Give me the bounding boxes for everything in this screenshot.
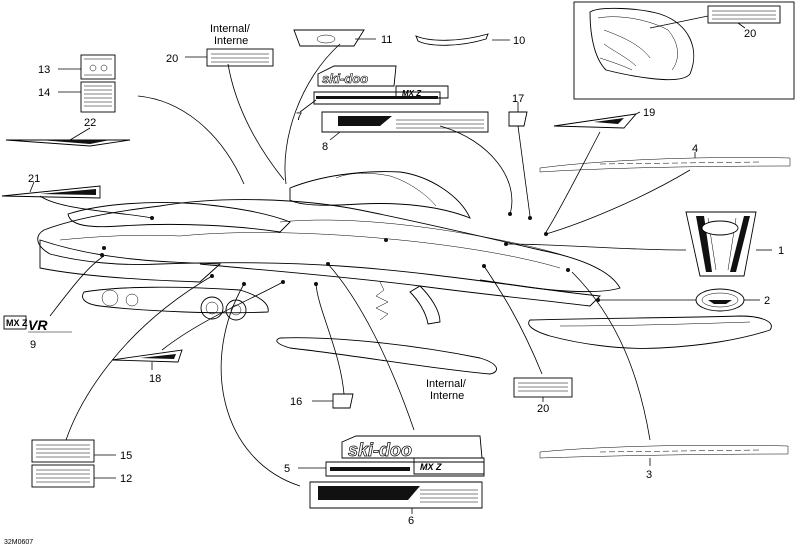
callout-21: 21 bbox=[28, 173, 40, 185]
callout-18: 18 bbox=[149, 373, 161, 385]
callout-15: 15 bbox=[120, 450, 132, 462]
callout-9: 9 bbox=[30, 339, 36, 351]
callout-4: 4 bbox=[692, 143, 698, 155]
decal-18: 18 bbox=[111, 349, 183, 385]
decal-10: 10 bbox=[415, 33, 525, 47]
decal-9: MX Z VR 9 bbox=[3, 315, 72, 351]
decal-21: 21 bbox=[1, 173, 101, 199]
internal-label-top-line2: Interne bbox=[214, 35, 248, 47]
internal-label-mid-line1: Internal/ bbox=[426, 378, 467, 390]
decal-8: 8 bbox=[321, 111, 489, 153]
callout-11: 11 bbox=[381, 34, 392, 46]
inset-box: 20 bbox=[573, 1, 795, 100]
callout-16: 16 bbox=[290, 396, 302, 408]
callout-20-inset: 20 bbox=[744, 28, 756, 40]
callout-7: 7 bbox=[296, 111, 302, 123]
callout-3: 3 bbox=[646, 469, 652, 481]
decal-19: 19 bbox=[553, 107, 655, 129]
callout-22: 22 bbox=[84, 117, 96, 129]
decal-6: 6 bbox=[309, 481, 483, 527]
mxz-logo-side: MX Z bbox=[6, 318, 28, 328]
decal-4: 4 bbox=[539, 143, 791, 173]
decal-5: ski-doo MX Z 5 bbox=[284, 435, 485, 477]
decal-16: 16 bbox=[290, 393, 354, 409]
callout-20-top: 20 bbox=[166, 53, 178, 65]
callout-20-mid: 20 bbox=[537, 403, 549, 415]
decal-13: 13 bbox=[38, 54, 116, 80]
decal-2: 2 bbox=[695, 288, 770, 312]
decal-1: 1 bbox=[685, 211, 784, 277]
snowmobile-illustration bbox=[37, 171, 772, 375]
decal-7: ski-doo MX Z 7 bbox=[296, 65, 449, 123]
decal-12: 12 bbox=[31, 464, 132, 488]
mxz-logo-bottom: MX Z bbox=[420, 462, 442, 472]
skidoo-logo-top: ski-doo bbox=[322, 71, 368, 86]
decal-22: 22 bbox=[5, 117, 131, 147]
decal-3: 3 bbox=[539, 445, 789, 481]
mxz-logo-top: MX Z bbox=[402, 89, 422, 98]
callout-2: 2 bbox=[764, 295, 770, 307]
callout-19: 19 bbox=[643, 107, 655, 119]
internal-label-mid-line2: Interne bbox=[430, 390, 464, 402]
decal-17: 17 bbox=[508, 93, 528, 127]
callout-1: 1 bbox=[778, 245, 784, 257]
callout-12: 12 bbox=[120, 473, 132, 485]
callout-5: 5 bbox=[284, 463, 290, 475]
callout-10: 10 bbox=[513, 35, 525, 47]
callout-8: 8 bbox=[322, 141, 328, 153]
vr-logo-side: VR bbox=[28, 317, 48, 333]
callout-17: 17 bbox=[512, 93, 524, 105]
callout-13: 13 bbox=[38, 64, 50, 76]
decal-14: 14 bbox=[38, 81, 116, 113]
skidoo-logo-bottom: ski-doo bbox=[348, 440, 412, 460]
internal-label-top: Internal/ Interne 20 bbox=[166, 23, 274, 67]
drawing-reference: 32M0607 bbox=[4, 539, 33, 546]
warning-decal-20-mid bbox=[513, 377, 573, 398]
decal-11: 11 bbox=[293, 29, 392, 47]
callout-14: 14 bbox=[38, 87, 50, 99]
callout-6: 6 bbox=[408, 515, 414, 527]
leader-lines bbox=[39, 43, 696, 487]
internal-label-mid: Internal/ Interne 20 bbox=[426, 377, 573, 415]
internal-label-top-line1: Internal/ bbox=[210, 23, 251, 35]
decal-15: 15 bbox=[31, 439, 132, 463]
warning-decal-20-top bbox=[206, 48, 274, 67]
